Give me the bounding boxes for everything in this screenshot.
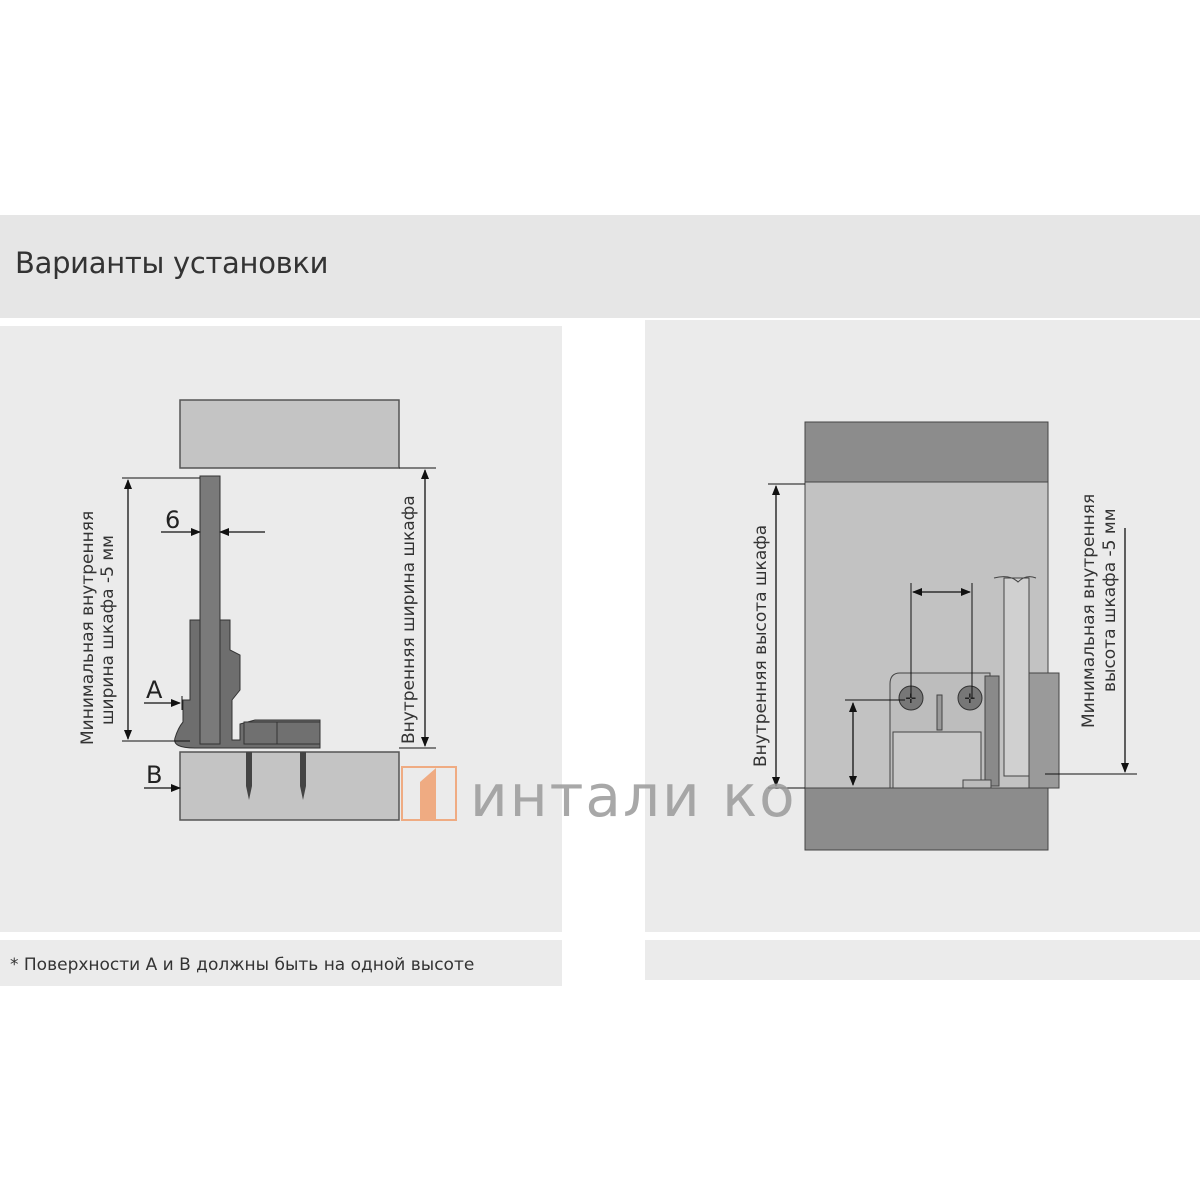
surface-a-label: A [146, 676, 163, 704]
footnote-band [0, 940, 562, 986]
footnote: * Поверхности A и B должны быть на одной… [10, 955, 475, 975]
min-height-label-line1: Минимальная внутренняя [1079, 494, 1099, 728]
cabinet-top-board [804, 421, 1049, 483]
drawer-side-panel [1003, 577, 1030, 777]
top-board [179, 399, 400, 469]
min-width-label-line2: ширина шкафа -5 мм [98, 535, 118, 725]
screw-cross-icon: ✛ [965, 692, 976, 707]
screw-head [957, 685, 983, 711]
header-band [0, 215, 1200, 318]
watermark-logo: интали ко [401, 762, 797, 830]
left-diagram: Минимальная внутренняя ширина шкафа -5 м… [78, 399, 436, 821]
inner-width-label: Внутренняя ширина шкафа [399, 495, 419, 744]
screw-cross-icon: ✛ [906, 692, 917, 707]
inner-height-label: Внутренняя высота шкафа [751, 525, 771, 767]
right-diagram: ✛ ✛ Внутренняя высота шкафа Минимальная … [751, 421, 1137, 851]
right-footer-band [645, 940, 1200, 980]
drawer-side-panel [199, 475, 221, 745]
min-width-label-line1: Минимальная внутренняя [78, 511, 98, 745]
thickness-label: 6 [165, 506, 180, 534]
bottom-board [179, 751, 400, 821]
page-title: Варианты установки [15, 246, 329, 280]
runner-lock [243, 721, 321, 745]
surface-b-label: B [146, 761, 162, 789]
min-height-label-line2: высота шкафа -5 мм [1100, 508, 1120, 692]
screw [246, 752, 306, 800]
runner-profile [1028, 672, 1060, 789]
cabinet-bottom-board [804, 787, 1049, 851]
watermark-text: интали ко [470, 762, 797, 830]
